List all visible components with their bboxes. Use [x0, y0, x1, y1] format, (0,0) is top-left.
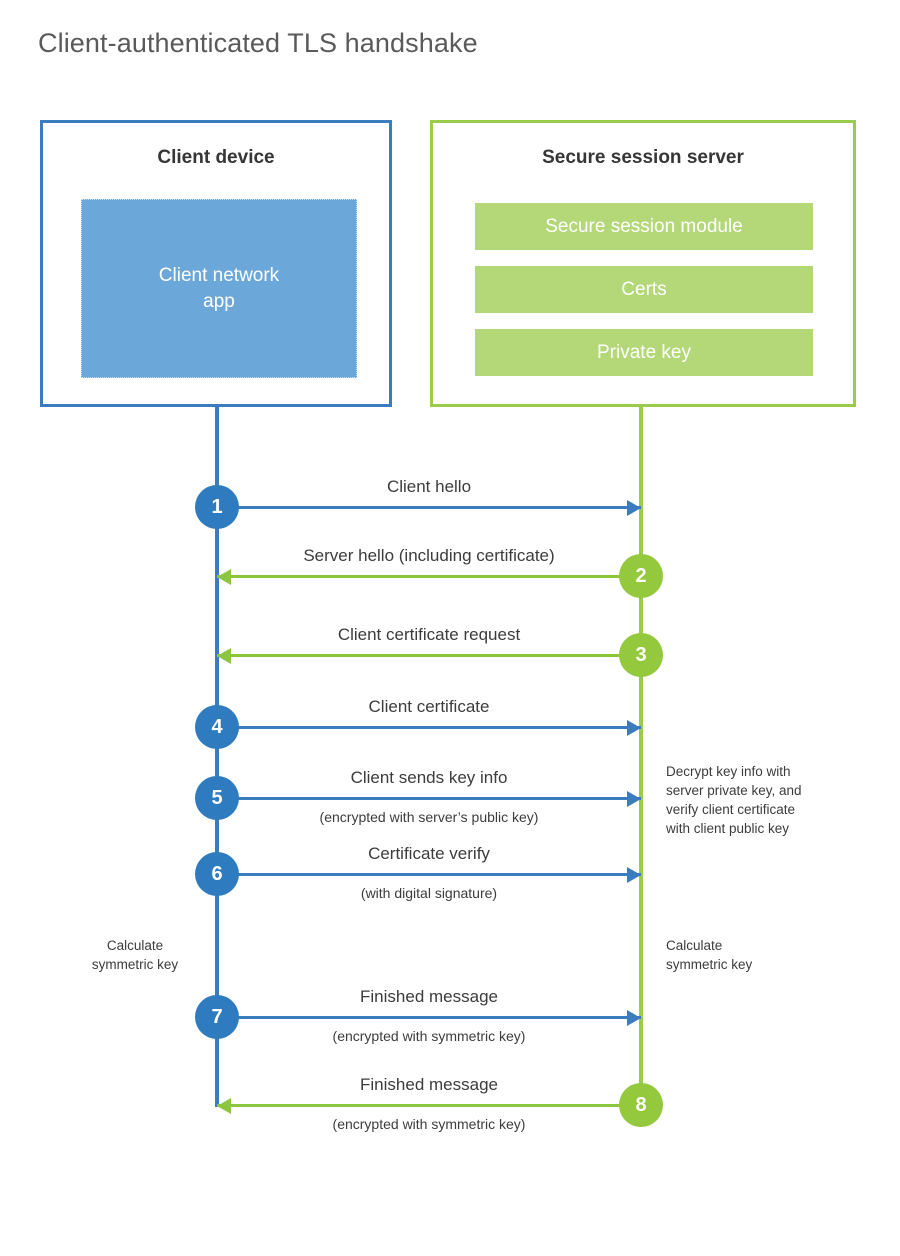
client-calculate-symmetric-key-note: Calculate symmetric key [91, 938, 179, 973]
message-sublabel-8: (encrypted with symmetric key) [332, 1116, 526, 1132]
step-circle-3[interactable]: 3 [619, 633, 663, 677]
client-lifeline [215, 406, 219, 1107]
message-label-2: Server hello (including certificate) [303, 546, 555, 565]
secure-session-server-title: Secure session server [542, 147, 744, 168]
page-title: Client-authenticated TLS handshake [38, 28, 478, 58]
step-circle-5[interactable]: 5 [195, 776, 239, 820]
server-decrypt-note: Decrypt key info with server private key… [666, 764, 802, 837]
message-label-6: Certificate verify [368, 844, 490, 863]
message-label-5: Client sends key info [350, 768, 508, 787]
server-module-certs: Certs [475, 266, 813, 313]
server-calculate-symmetric-key-note: Calculate symmetric key [666, 938, 753, 973]
step-circle-7[interactable]: 7 [195, 995, 239, 1039]
arrow-head-1 [627, 500, 641, 516]
server-lifeline [639, 406, 643, 1107]
client-device-title: Client device [157, 147, 275, 168]
arrow-head-5 [627, 791, 641, 807]
message-label-4: Client certificate [368, 697, 490, 716]
message-sublabel-7: (encrypted with symmetric key) [332, 1028, 526, 1044]
arrow-head-6 [627, 867, 641, 883]
arrow-head-2 [217, 569, 231, 585]
message-line-1 [217, 506, 641, 509]
message-line-3 [217, 654, 641, 657]
message-sublabel-6: (with digital signature) [360, 885, 498, 901]
message-sublabel-5: (encrypted with server’s public key) [319, 809, 539, 825]
arrow-head-3 [217, 648, 231, 664]
client-device-box: Client device Client network app [40, 120, 392, 407]
message-line-7 [217, 1016, 641, 1019]
arrow-head-4 [627, 720, 641, 736]
message-line-4 [217, 726, 641, 729]
message-label-3: Client certificate request [337, 625, 521, 644]
step-circle-4[interactable]: 4 [195, 705, 239, 749]
secure-session-server-box: Secure session server Secure session mod… [430, 120, 856, 407]
message-line-6 [217, 873, 641, 876]
message-line-8 [217, 1104, 641, 1107]
message-label-1: Client hello [386, 477, 472, 496]
server-module-secure-session-module: Secure session module [475, 203, 813, 250]
arrow-head-8 [217, 1098, 231, 1114]
client-network-app-block: Client network app [81, 199, 357, 378]
step-circle-6[interactable]: 6 [195, 852, 239, 896]
message-label-8: Finished message [360, 1075, 498, 1094]
arrow-head-7 [627, 1010, 641, 1026]
message-line-5 [217, 797, 641, 800]
step-circle-2[interactable]: 2 [619, 554, 663, 598]
server-module-private-key: Private key [475, 329, 813, 376]
step-circle-1[interactable]: 1 [195, 485, 239, 529]
step-circle-8[interactable]: 8 [619, 1083, 663, 1127]
message-line-2 [217, 575, 641, 578]
message-label-7: Finished message [360, 987, 498, 1006]
